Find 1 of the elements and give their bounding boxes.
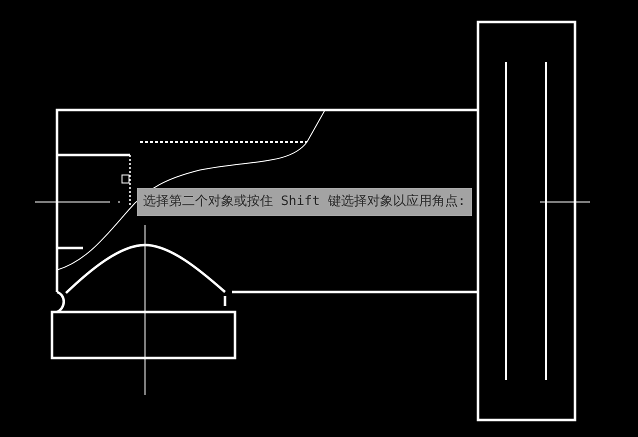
command-prompt-tooltip: 选择第二个对象或按住 Shift 键选择对象以应用角点: <box>137 188 472 216</box>
